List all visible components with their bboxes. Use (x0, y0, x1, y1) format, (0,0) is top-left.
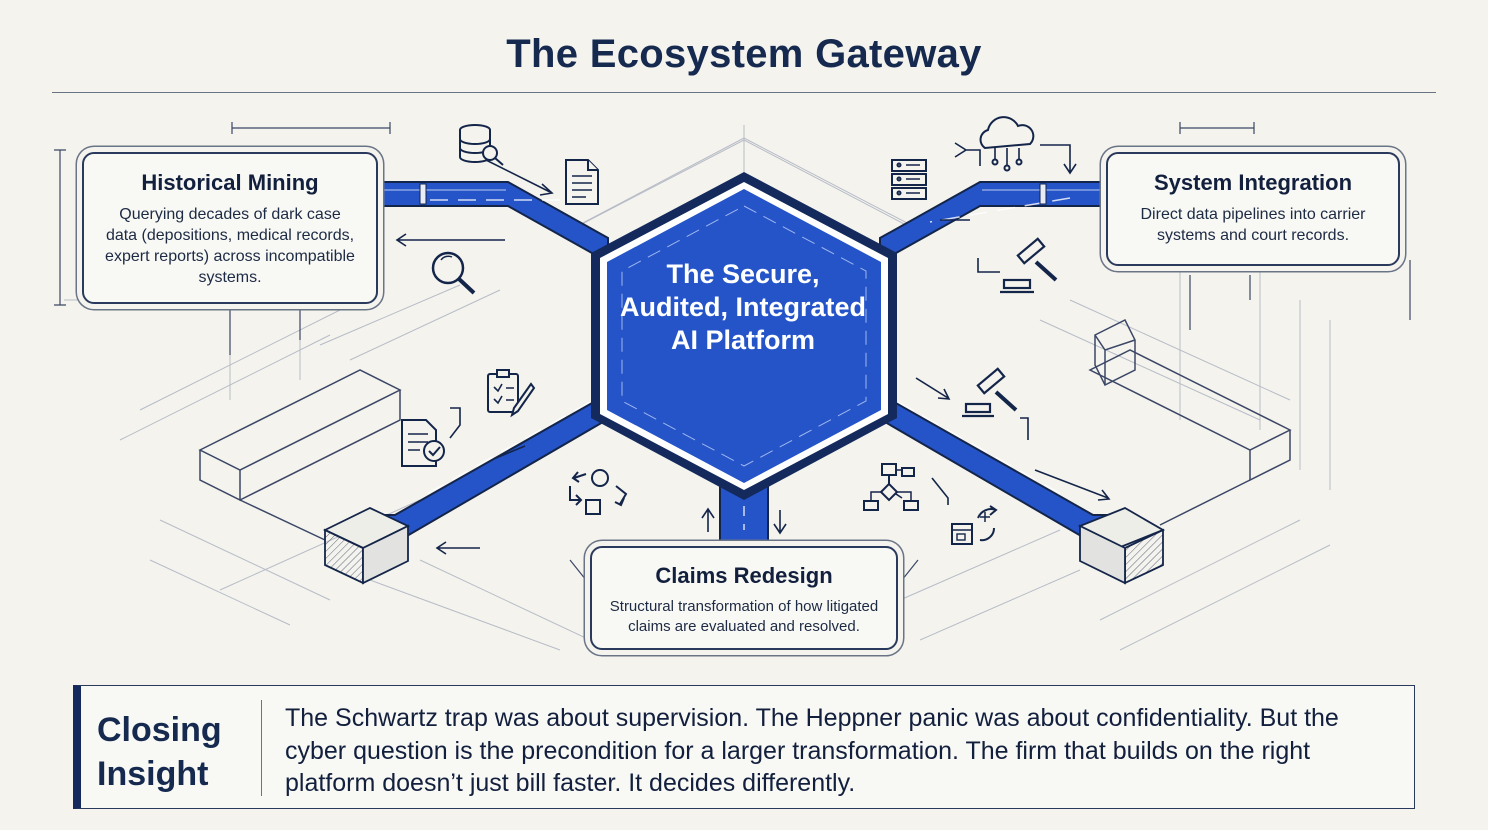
pipe-lower-right (872, 388, 1129, 541)
card-body: Structural transformation of how litigat… (609, 598, 879, 635)
card-title: Claims Redesign (655, 563, 833, 588)
gavel-icon (962, 367, 1018, 418)
blueprint-background (64, 125, 1331, 651)
closing-insight-text: The Schwartz trap was about supervision.… (285, 704, 1339, 797)
card-system-integration: System Integration Direct data pipelines… (1106, 152, 1400, 266)
card-body: Querying decades of dark case data (depo… (105, 206, 355, 286)
closing-insight-panel: Closing Insight The Schwartz trap was ab… (73, 685, 1415, 809)
magnifier-icon (431, 251, 476, 295)
database-search-icon (459, 124, 504, 166)
checklist-pencil-icon (487, 369, 536, 418)
terminal-blocks (322, 507, 1166, 585)
window-refresh-icon (951, 505, 998, 545)
flow-arrows (395, 142, 1111, 555)
dimension-lines (54, 122, 1411, 320)
cloud-network-icon (979, 116, 1035, 172)
cycle-icon (569, 469, 628, 515)
pipe-lower-left (359, 388, 616, 541)
gavel-icon (1000, 237, 1058, 294)
hub-hexagon (591, 172, 897, 500)
card-claims-redesign: Claims Redesign Structural transformatio… (590, 546, 898, 650)
closing-insight-divider (261, 700, 262, 796)
hub-label: The Secure, Audited, Integrated AI Platf… (620, 259, 867, 355)
document-check-icon (401, 419, 445, 467)
title-divider (52, 92, 1436, 93)
page-title: The Ecosystem Gateway (506, 32, 982, 76)
server-rack-icon (891, 159, 927, 200)
card-body: Direct data pipelines into carrier syste… (1140, 206, 1366, 244)
card-historical-mining: Historical Mining Querying decades of da… (82, 152, 378, 304)
card-connectors (229, 275, 1251, 581)
document-icon (565, 159, 599, 205)
duct-outlines (198, 318, 1292, 541)
card-title: Historical Mining (141, 170, 319, 195)
closing-insight-label: Closing Insight (97, 711, 222, 793)
flowchart-icon (863, 463, 919, 511)
card-title: System Integration (1153, 170, 1353, 195)
